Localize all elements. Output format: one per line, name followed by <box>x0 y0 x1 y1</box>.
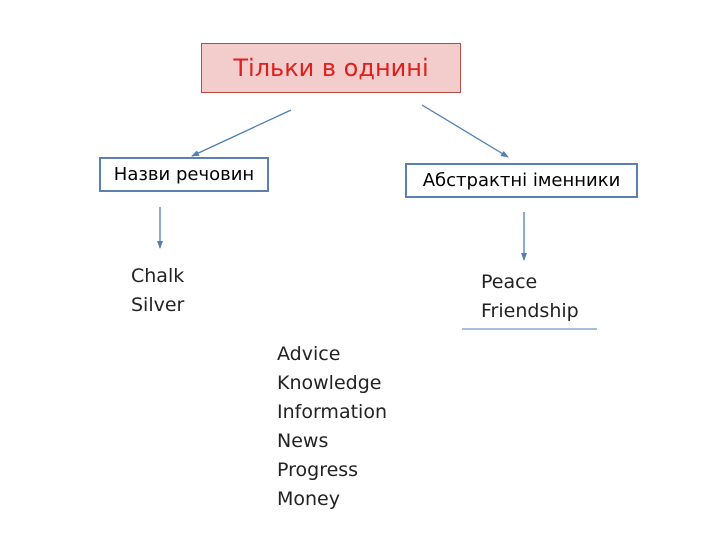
list-item: Friendship <box>481 300 579 322</box>
list-item: Money <box>277 488 340 510</box>
list-item: Knowledge <box>277 372 382 394</box>
arrow-title-to-abstract <box>421 104 509 158</box>
other-examples-list: Advice Knowledge Information News Progre… <box>277 340 387 514</box>
list-item: Peace <box>481 271 538 293</box>
list-item: Chalk <box>131 265 185 287</box>
list-item: Silver <box>131 294 185 316</box>
title-text: Тільки в однині <box>233 54 429 82</box>
material-examples-list: Chalk Silver <box>131 262 184 320</box>
list-item: Advice <box>277 343 341 365</box>
list-item: Information <box>277 401 387 423</box>
abstract-nouns-label: Абстрактні іменники <box>422 170 621 191</box>
material-nouns-box: Назви речовин <box>99 157 269 192</box>
title-box: Тільки в однині <box>201 43 461 93</box>
material-nouns-label: Назви речовин <box>113 164 255 185</box>
abstract-nouns-box: Абстрактні іменники <box>405 163 638 198</box>
abstract-examples-list: Peace Friendship <box>481 268 579 326</box>
list-item: News <box>277 430 329 452</box>
arrow-title-to-material <box>191 109 292 157</box>
list-item: Progress <box>277 459 359 481</box>
